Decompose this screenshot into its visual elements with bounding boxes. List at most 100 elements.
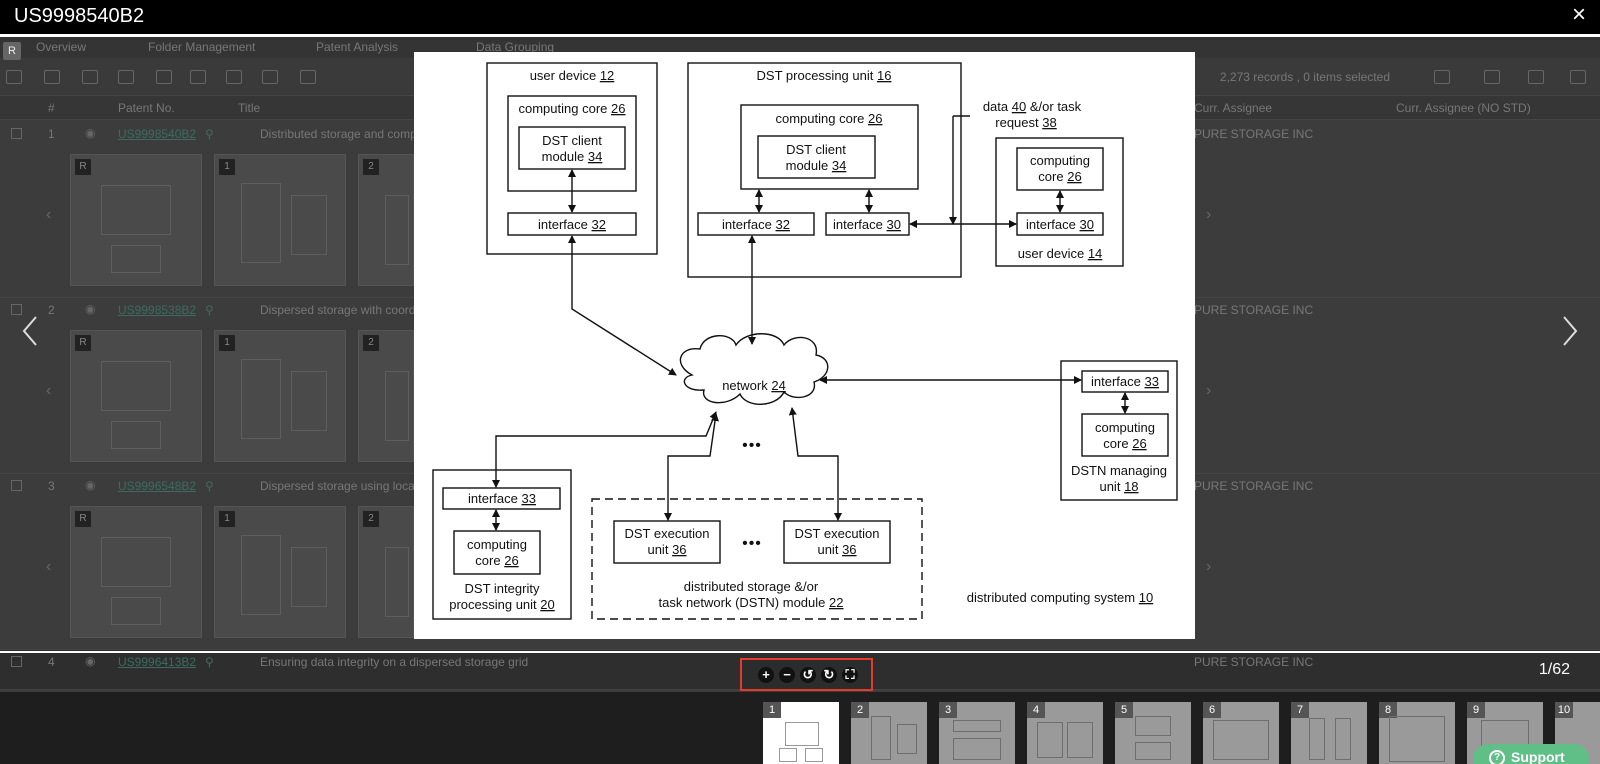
thumbnail: 2	[358, 154, 414, 286]
user-device-14-box	[995, 137, 1124, 267]
chevron-left-icon: ‹	[46, 382, 52, 399]
pin-icon: ⚲	[205, 655, 214, 669]
eye-icon: ◉	[85, 654, 96, 668]
computing-core-20-line1: computing	[467, 537, 527, 552]
tab-patent-analysis: Patent Analysis	[316, 40, 399, 54]
thumbnail: 1	[214, 506, 346, 638]
thumbnail-8[interactable]: 8	[1379, 702, 1455, 764]
next-image-button[interactable]	[1558, 313, 1582, 349]
dst-integrity-line1: DST integrity	[465, 581, 540, 596]
network-cloud	[679, 333, 829, 405]
column-header-number: #	[48, 101, 55, 115]
thumbnail: 2	[358, 330, 414, 462]
thumbnail: R	[70, 330, 202, 462]
background-tab-bar: Overview Folder Management Patent Analys…	[0, 36, 1600, 58]
zoom-out-button[interactable]: −	[779, 667, 795, 683]
computing-core-14-line1: computing	[1030, 153, 1090, 168]
thumbnail-5[interactable]: 5	[1115, 702, 1191, 764]
interface-33-20-box	[442, 487, 561, 510]
tab-data-grouping: Data Grouping	[476, 40, 555, 54]
assignee: PURE STORAGE INC	[1194, 655, 1314, 669]
thumbnail-6[interactable]: 6	[1203, 702, 1279, 764]
interface-32-16-label: interface 32	[722, 217, 790, 232]
thumbnail-3[interactable]: 3	[939, 702, 1015, 764]
chevron-right-icon: ›	[1206, 382, 1212, 399]
thumbnail-1[interactable]: 1	[763, 702, 839, 764]
share-icon	[262, 70, 278, 84]
thumbnail: R	[70, 506, 202, 638]
dst-execution-a-line1: DST execution	[624, 526, 709, 541]
list-icon	[1484, 70, 1500, 84]
rotate-left-button[interactable]: ↺	[800, 667, 816, 683]
export-icon	[156, 70, 172, 84]
patent-number-link: US9996548B2	[118, 479, 197, 493]
support-button[interactable]: ? Support	[1473, 744, 1589, 764]
user-device-12-label: user device 12	[530, 68, 615, 83]
row-number: 4	[48, 655, 55, 669]
dst-processing-unit-box	[687, 62, 962, 278]
r-badge: R	[3, 42, 21, 60]
patent-title: Ensuring data integrity on a dispersed s…	[260, 655, 529, 669]
computing-core-18-line2: core 26	[1103, 436, 1146, 451]
assignee: PURE STORAGE INC	[1194, 303, 1314, 317]
row-number: 2	[48, 303, 55, 317]
folder-icon	[6, 70, 22, 84]
tree-icon	[44, 70, 60, 84]
tag-icon	[300, 70, 316, 84]
network-ellipsis: •••	[742, 437, 762, 454]
patent-title: Distributed storage and comp	[260, 127, 417, 141]
fullscreen-button[interactable]: ⛶	[842, 667, 858, 683]
page-counter: 1/62	[1538, 661, 1570, 678]
thumbnail-strip: 1 2 3 4 5 6 7 8 9 10	[0, 692, 1600, 764]
dst-processing-unit-label: DST processing unit 16	[757, 68, 892, 83]
rotate-right-button[interactable]: ↻	[821, 667, 837, 683]
dstn-managing-unit-box	[1060, 360, 1178, 501]
dst-execution-unit-a-box	[613, 520, 721, 564]
row-checkbox	[11, 128, 22, 139]
table-row: 1 ◉ US9998540B2 ⚲ Distributed storage an…	[0, 122, 1600, 298]
patent-number-link: US9996413B2	[118, 655, 197, 669]
previous-image-button[interactable]	[18, 313, 42, 349]
patent-number-link: US9998538B2	[118, 303, 197, 317]
interface-33-20-label: interface 33	[468, 491, 536, 506]
computing-core-14-line2: core 26	[1038, 169, 1081, 184]
thumbnail-4[interactable]: 4	[1027, 702, 1103, 764]
panel-icon	[1570, 70, 1586, 84]
column-header-title: Title	[238, 101, 261, 115]
document-icon	[226, 70, 242, 84]
zoom-in-button[interactable]: +	[758, 667, 774, 683]
dst-execution-b-line1: DST execution	[794, 526, 879, 541]
column-header-patent-no: Patent No.	[118, 101, 175, 115]
dst-client-16-line2: module 34	[786, 158, 847, 173]
chevron-right-icon	[1563, 316, 1578, 346]
dst-client-16-line1: DST client	[786, 142, 846, 157]
dst-execution-b-line2: unit 36	[817, 542, 856, 557]
dstn-module-line1: distributed storage &/or	[684, 579, 819, 594]
row-checkbox	[11, 480, 22, 491]
column-header-assignee: Curr. Assignee	[1194, 101, 1273, 115]
dst-integrity-line2: processing unit 20	[449, 597, 555, 612]
tab-overview: Overview	[36, 40, 87, 54]
chevron-left-icon: ‹	[46, 558, 52, 575]
thumbnail-2[interactable]: 2	[851, 702, 927, 764]
network-label: network 24	[722, 378, 786, 393]
thumbnail: R	[70, 154, 202, 286]
computing-core-12-label: computing core 26	[519, 101, 626, 116]
thumbnail: 1	[214, 330, 346, 462]
thumbnail-7[interactable]: 7	[1291, 702, 1367, 764]
settings-icon	[1434, 70, 1450, 84]
row-number: 3	[48, 479, 55, 493]
table-row: 3 ◉ US9996548B2 ⚲ Dispersed storage usin…	[0, 474, 1600, 650]
records-count: 2,273 records , 0 items selected	[1219, 70, 1390, 84]
dst-client-module-16-box	[757, 135, 876, 179]
add-icon	[190, 70, 206, 84]
computing-core-18-box	[1081, 413, 1169, 457]
close-button[interactable]: ×	[1571, 1, 1586, 28]
dst-client-12-line2: module 34	[542, 149, 603, 164]
interface-33-18-label: interface 33	[1091, 374, 1159, 389]
patent-figure: user device 12 computing core 26 DST cli…	[414, 52, 1195, 639]
dstn-managing-line1: DSTN managing	[1071, 463, 1167, 478]
pin-icon: ⚲	[205, 127, 214, 141]
thumbnail: 1	[214, 154, 346, 286]
header-divider	[0, 34, 1600, 37]
